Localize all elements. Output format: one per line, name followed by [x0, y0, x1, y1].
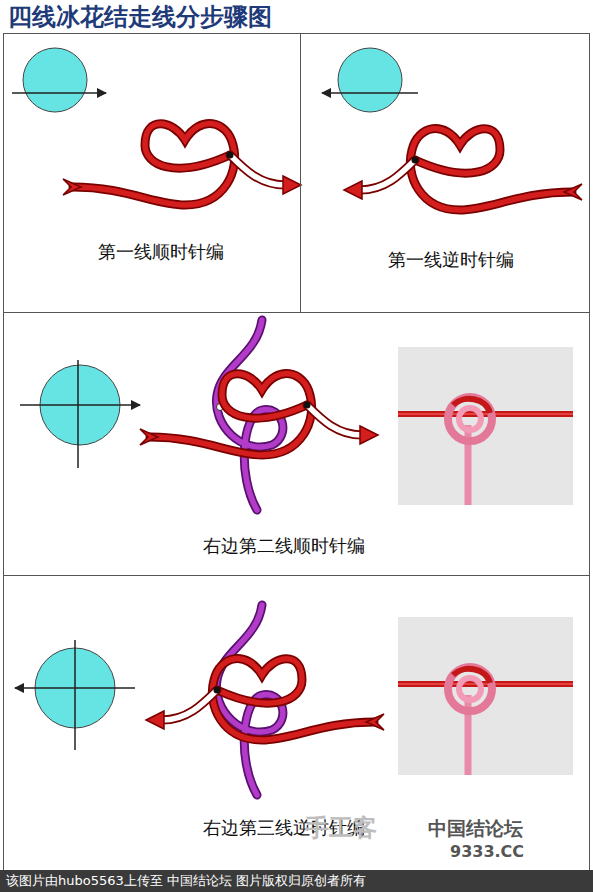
- footer-bar: 该图片由hubo5563上传至 中国结论坛 图片版权归原创者所有: [0, 870, 593, 892]
- knot-photo: [398, 617, 573, 775]
- direction-circle: [12, 48, 106, 112]
- illustration-part: [146, 659, 384, 740]
- illustration-part: [338, 48, 402, 112]
- knot-photo: [398, 347, 573, 505]
- illustration-part: [304, 402, 379, 445]
- direction-circle: [15, 640, 135, 750]
- direction-circle: [20, 360, 140, 468]
- illustration-part: [146, 687, 221, 730]
- illustration-part: [63, 124, 235, 205]
- illustration-part: [23, 48, 87, 112]
- illustration-part: [398, 347, 573, 505]
- illustration-part: [410, 129, 582, 210]
- step-panel: 第一线顺时针编: [3, 33, 301, 313]
- knot-drawing: [140, 320, 378, 510]
- illustration-part: [12, 92, 106, 94]
- illustration-part: [212, 659, 384, 740]
- step-caption: 右边第二线顺时针编: [200, 534, 368, 558]
- illustration-part: [20, 404, 140, 406]
- step-caption: 第一线顺时针编: [95, 240, 227, 264]
- direction-circle: [322, 48, 418, 112]
- site-mark: 9333.CC: [450, 842, 524, 861]
- knot-drawing: [344, 129, 582, 210]
- illustration-part: [77, 360, 79, 468]
- illustration-part: [74, 640, 76, 750]
- step-panel: 第一线逆时针编: [300, 33, 590, 313]
- diagram-title: 四线冰花结走线分步骤图: [8, 1, 272, 33]
- illustration-part: [140, 374, 312, 455]
- footer-caption: 该图片由hubo5563上传至 中国结论坛 图片版权归原创者所有: [0, 872, 366, 890]
- knot-drawing: [146, 605, 384, 795]
- illustration-part: [344, 157, 419, 200]
- illustration-part: [322, 92, 418, 94]
- illustration-part: [398, 617, 573, 775]
- step-caption: 第一线逆时针编: [385, 248, 517, 272]
- watermark: 手工客: [305, 812, 377, 844]
- site-mark: 中国结论坛: [428, 816, 523, 842]
- illustration-part: [227, 152, 302, 195]
- knot-drawing: [63, 124, 301, 205]
- step-panel: 右边第二线顺时针编: [3, 312, 590, 576]
